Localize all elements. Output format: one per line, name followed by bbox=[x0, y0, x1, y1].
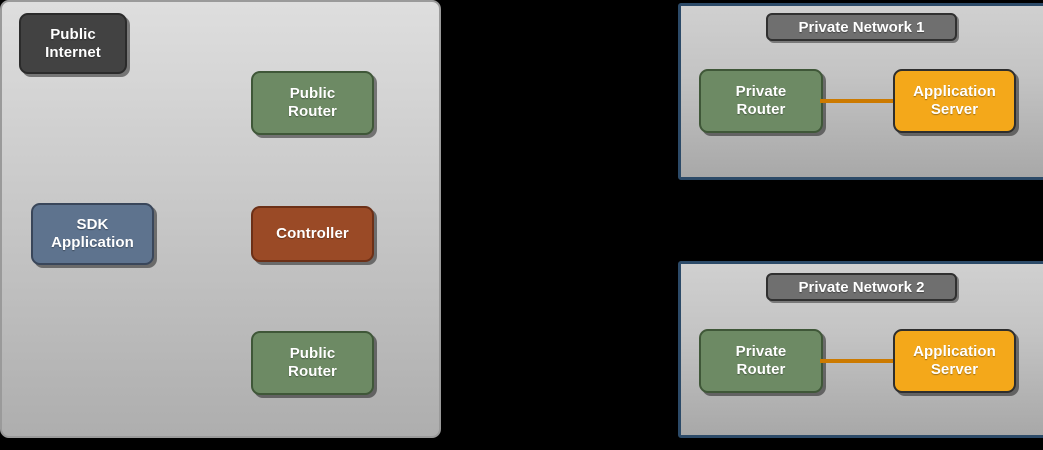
private-network-1-badge: Private Network 1 bbox=[766, 13, 957, 41]
private-network-2-badge: Private Network 2 bbox=[766, 273, 957, 301]
link-router-to-server-2 bbox=[820, 359, 898, 363]
link-router-to-server-1 bbox=[820, 99, 898, 103]
node-controller[interactable]: Controller bbox=[251, 206, 374, 262]
